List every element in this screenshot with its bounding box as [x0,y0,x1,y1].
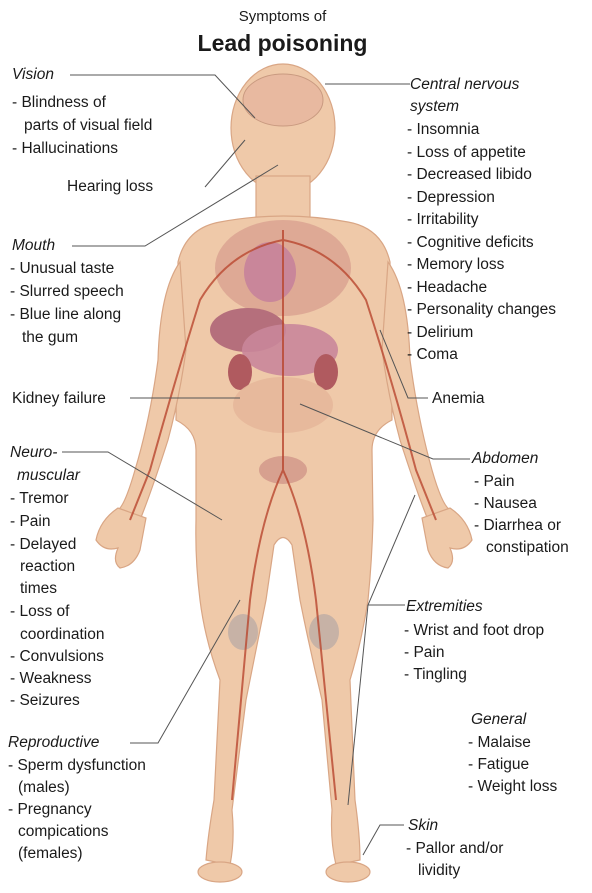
cns-item: - Personality changes [407,299,556,322]
neuromuscular-item: - Delayed [10,534,76,557]
abdomen-heading: Abdomen [472,448,538,471]
general-item: - Fatigue [468,754,529,777]
extremities-heading: Extremities [406,596,483,619]
extremities-item: - Pain [404,642,445,665]
mouth-heading: Mouth [12,235,55,258]
neuromuscular-item: - Seizures [10,690,80,713]
extremities-item: - Wrist and foot drop [404,620,544,643]
neuromuscular-item: times [10,578,57,601]
abdomen-item: - Pain [474,471,515,494]
knees [228,614,339,650]
skin-item: lividity [408,860,460,883]
general-item: - Weight loss [468,776,557,799]
cns-item: - Cognitive deficits [407,232,534,255]
extremities-item: - Tingling [404,664,467,687]
vision-item: - Blindness of [12,92,106,115]
kidney-failure-label: Kidney failure [12,388,106,411]
abdomen-item: - Nausea [474,493,537,516]
cns-item: - Decreased libido [407,164,532,187]
neuromuscular-heading: Neuro- [10,442,57,465]
reproductive-item: compications [8,821,108,844]
skin-item: - Pallor and/or [406,838,503,861]
skin-heading: Skin [408,815,438,838]
cns-item: - Memory loss [407,254,504,277]
abdomen-item: constipation [476,537,569,560]
neuromuscular-item: reaction [10,556,75,579]
neuromuscular-item: - Pain [10,511,51,534]
brain [243,74,323,126]
cns-item: - Delirium [407,322,473,345]
cns-item: - Coma [407,344,458,367]
reproductive-heading: Reproductive [8,732,99,755]
general-heading: General [471,709,526,732]
neuromuscular-item: - Convulsions [10,646,104,669]
mouth-item: - Blue line along [10,304,121,327]
reproductive-item: - Sperm dysfunction [8,755,146,778]
vision-heading: Vision [12,64,54,87]
vision-item: parts of visual field [14,115,152,138]
mouth-item: - Unusual taste [10,258,114,281]
cns-heading: Central nervous [410,74,519,97]
cns-item: - Irritability [407,209,478,232]
title-line2: Lead poisoning [0,30,565,57]
cns-item: - Insomnia [407,119,479,142]
hearing-loss-label: Hearing loss [67,176,153,199]
reproductive-item: - Pregnancy [8,799,92,822]
anemia-label: Anemia [432,388,485,411]
mouth-item: - Slurred speech [10,281,124,304]
abdomen-item: - Diarrhea or [474,515,561,538]
cns-item: - Loss of appetite [407,142,526,165]
cns-heading: system [410,96,459,119]
reproductive-item: (males) [8,777,70,800]
general-item: - Malaise [468,732,531,755]
title-line1: Symptoms of [0,8,565,25]
neuromuscular-item: - Loss of [10,601,69,624]
cns-item: - Depression [407,187,495,210]
neuromuscular-item: - Tremor [10,488,69,511]
cns-item: - Headache [407,277,487,300]
neuromuscular-item: - Weakness [10,668,92,691]
mouth-item: the gum [12,327,78,350]
neuromuscular-item: coordination [10,624,104,647]
vision-item: - Hallucinations [12,138,118,161]
neuromuscular-heading: muscular [17,465,80,488]
reproductive-item: (females) [8,843,83,866]
